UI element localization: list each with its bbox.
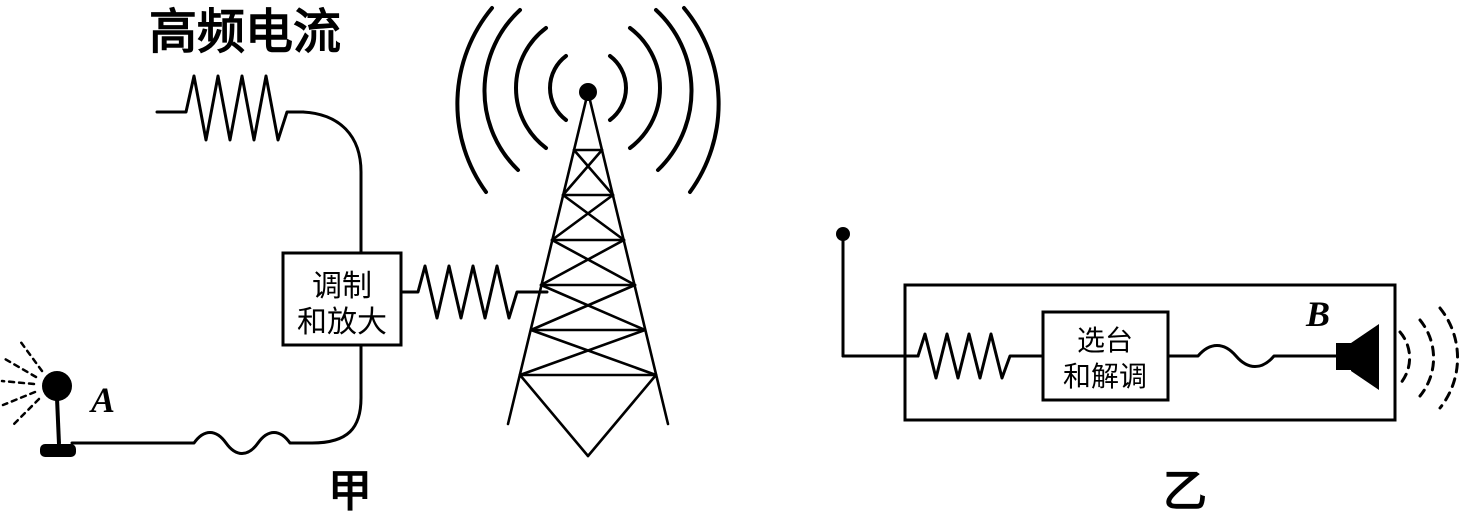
tuner-box-label-line1: 选台 [1077, 325, 1133, 356]
transmission-tower-icon [506, 83, 670, 458]
microphone-label: A [89, 380, 115, 420]
microphone-icon [40, 371, 76, 457]
hf-current-label: 高频电流 [149, 6, 341, 59]
transmitter-section: 高频电流 调制 和放大 [0, 6, 721, 516]
modulated-waveform-icon [399, 264, 549, 320]
speaker-icon [1336, 324, 1379, 390]
tuner-box-label-line2: 和解调 [1063, 361, 1147, 392]
hf-to-modulator-wire [301, 110, 363, 255]
tuner-demodulator-box [1041, 310, 1170, 402]
sound-input-rays-icon [0, 339, 44, 427]
receiver-box [903, 283, 1397, 422]
right-caption: 乙 [1163, 467, 1207, 516]
modulator-amplifier-box [281, 251, 403, 347]
demodulated-waveform-icon [1166, 344, 1338, 368]
modulator-box-label-line1: 调制 [312, 270, 372, 303]
hf-current-waveform-icon [155, 74, 305, 142]
speaker-label: B [1305, 294, 1330, 334]
radio-waves-icon [455, 6, 721, 194]
received-waveform-icon [916, 332, 1045, 380]
modulator-box-label-line2: 和放大 [297, 306, 387, 339]
audio-waveform-icon [70, 343, 363, 455]
speaker-sound-waves-icon [1398, 306, 1459, 410]
receiver-section: 选台 和解调 B 乙 [836, 227, 1459, 516]
left-caption: 甲 [328, 467, 372, 516]
